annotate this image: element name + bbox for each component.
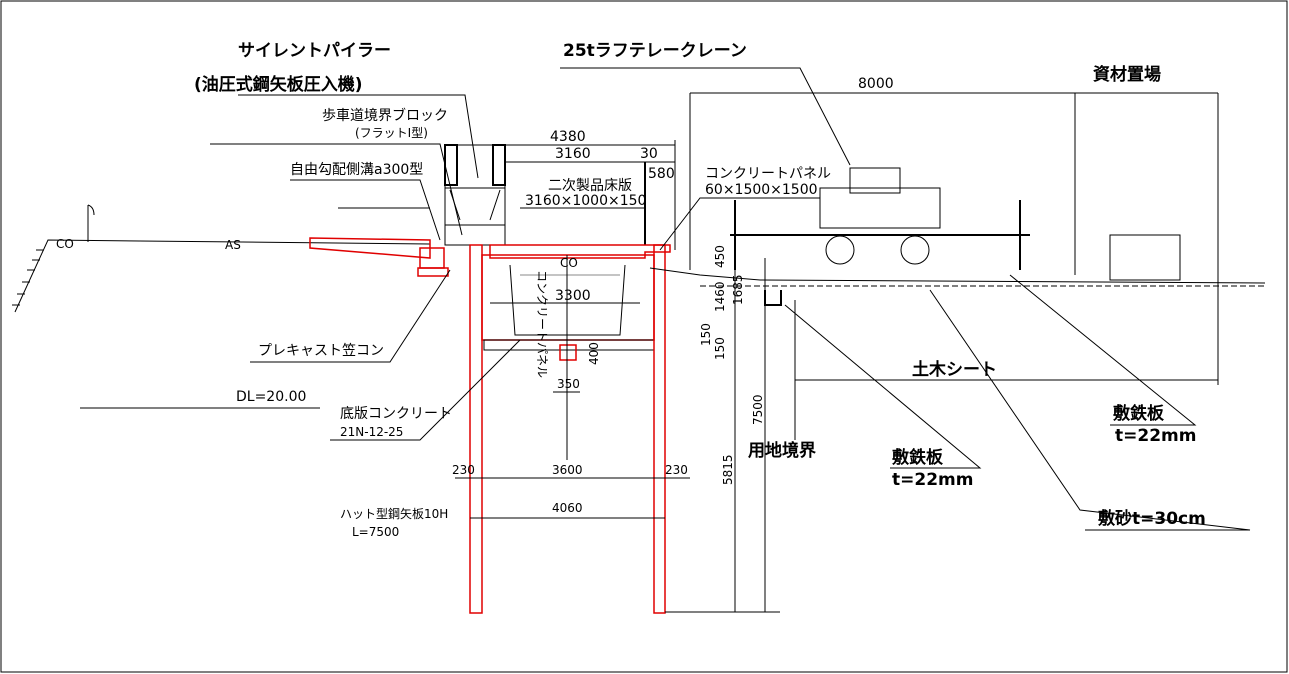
material-box <box>1109 234 1181 281</box>
dim-1685: 1685 <box>731 274 745 305</box>
sheet-pile-left <box>469 244 483 614</box>
floor-slab <box>489 161 671 259</box>
dim-230-left: 230 <box>452 463 475 477</box>
label-hat-sheet-pile: ハット型鋼矢板10H <box>340 507 448 521</box>
leader-lines <box>210 67 1251 531</box>
label-steel-plate-right: 敷鉄板 <box>1113 403 1165 424</box>
dim-580: 580 <box>648 166 675 182</box>
dim-3600: 3600 <box>552 463 583 477</box>
dim-3160: 3160 <box>555 146 591 162</box>
dim-30: 30 <box>640 146 658 162</box>
sheet-pile-right <box>653 244 666 614</box>
label-precast-kasa: プレキャスト笠コン <box>258 343 384 359</box>
dim-230-right: 230 <box>665 463 688 477</box>
left-ground <box>12 204 431 313</box>
dim-5815: 5815 <box>721 454 735 485</box>
dim-4060: 4060 <box>552 501 583 515</box>
label-land-boundary: 用地境界 <box>748 440 816 461</box>
label-sidewalk-block-sub: (フラットⅠ型) <box>355 126 428 140</box>
label-sidewalk-block: 歩車道境界ブロック <box>322 107 448 124</box>
dim-3300: 3300 <box>555 288 591 304</box>
right-ground <box>649 93 1266 385</box>
label-base-concrete: 底版コンクリート <box>340 406 452 422</box>
dim-400: 400 <box>587 342 601 365</box>
dim-350: 350 <box>557 377 580 391</box>
label-steel-plate-right-t: t=22mm <box>1115 426 1196 446</box>
label-silent-piler-sub: (油圧式鋼矢板圧入機) <box>194 74 363 95</box>
dim-1460: 1460 <box>713 281 727 312</box>
crane-25t <box>730 167 1030 270</box>
label-crane: 25tラフテレークレーン <box>563 41 747 61</box>
label-floor-slab: 二次製品床版 <box>548 178 632 194</box>
dim-4380: 4380 <box>550 129 586 145</box>
dim-8000: 8000 <box>858 76 894 92</box>
dim-150a: 150 <box>699 323 713 346</box>
label-as: AS <box>225 238 241 252</box>
dimension-lines <box>80 92 1218 613</box>
label-concrete-panel-size: 60×1500×1500 <box>705 182 818 198</box>
label-steel-plate-mid: 敷鉄板 <box>892 447 944 468</box>
label-civil-sheet: 土木シート <box>912 359 997 380</box>
label-material-yard: 資材置場 <box>1093 64 1161 85</box>
dim-450: 450 <box>713 245 727 268</box>
label-concrete-panel: コンクリートパネル <box>705 166 831 182</box>
silent-piler-machine <box>444 144 506 246</box>
label-sand: 敷砂t=30cm <box>1098 508 1206 529</box>
label-hat-sheet-pile-len: L=7500 <box>352 525 399 539</box>
label-floor-slab-size: 3160×1000×150 <box>525 193 646 209</box>
dim-150b: 150 <box>713 337 727 360</box>
label-base-concrete-spec: 21N-12-25 <box>340 425 403 439</box>
label-co-left: CO <box>56 237 74 251</box>
label-side-ditch: 自由勾配側溝a300型 <box>290 162 423 178</box>
label-dl: DL=20.00 <box>236 389 306 405</box>
dim-7500: 7500 <box>751 394 765 425</box>
label-culvert-panel: コンクリートパネル <box>535 270 549 378</box>
road-pavement <box>309 237 449 277</box>
label-silent-piler: サイレントパイラー <box>238 41 391 61</box>
culvert-box <box>481 254 655 361</box>
label-co-mid: CO <box>560 256 578 270</box>
label-steel-plate-mid-t: t=22mm <box>892 470 973 490</box>
